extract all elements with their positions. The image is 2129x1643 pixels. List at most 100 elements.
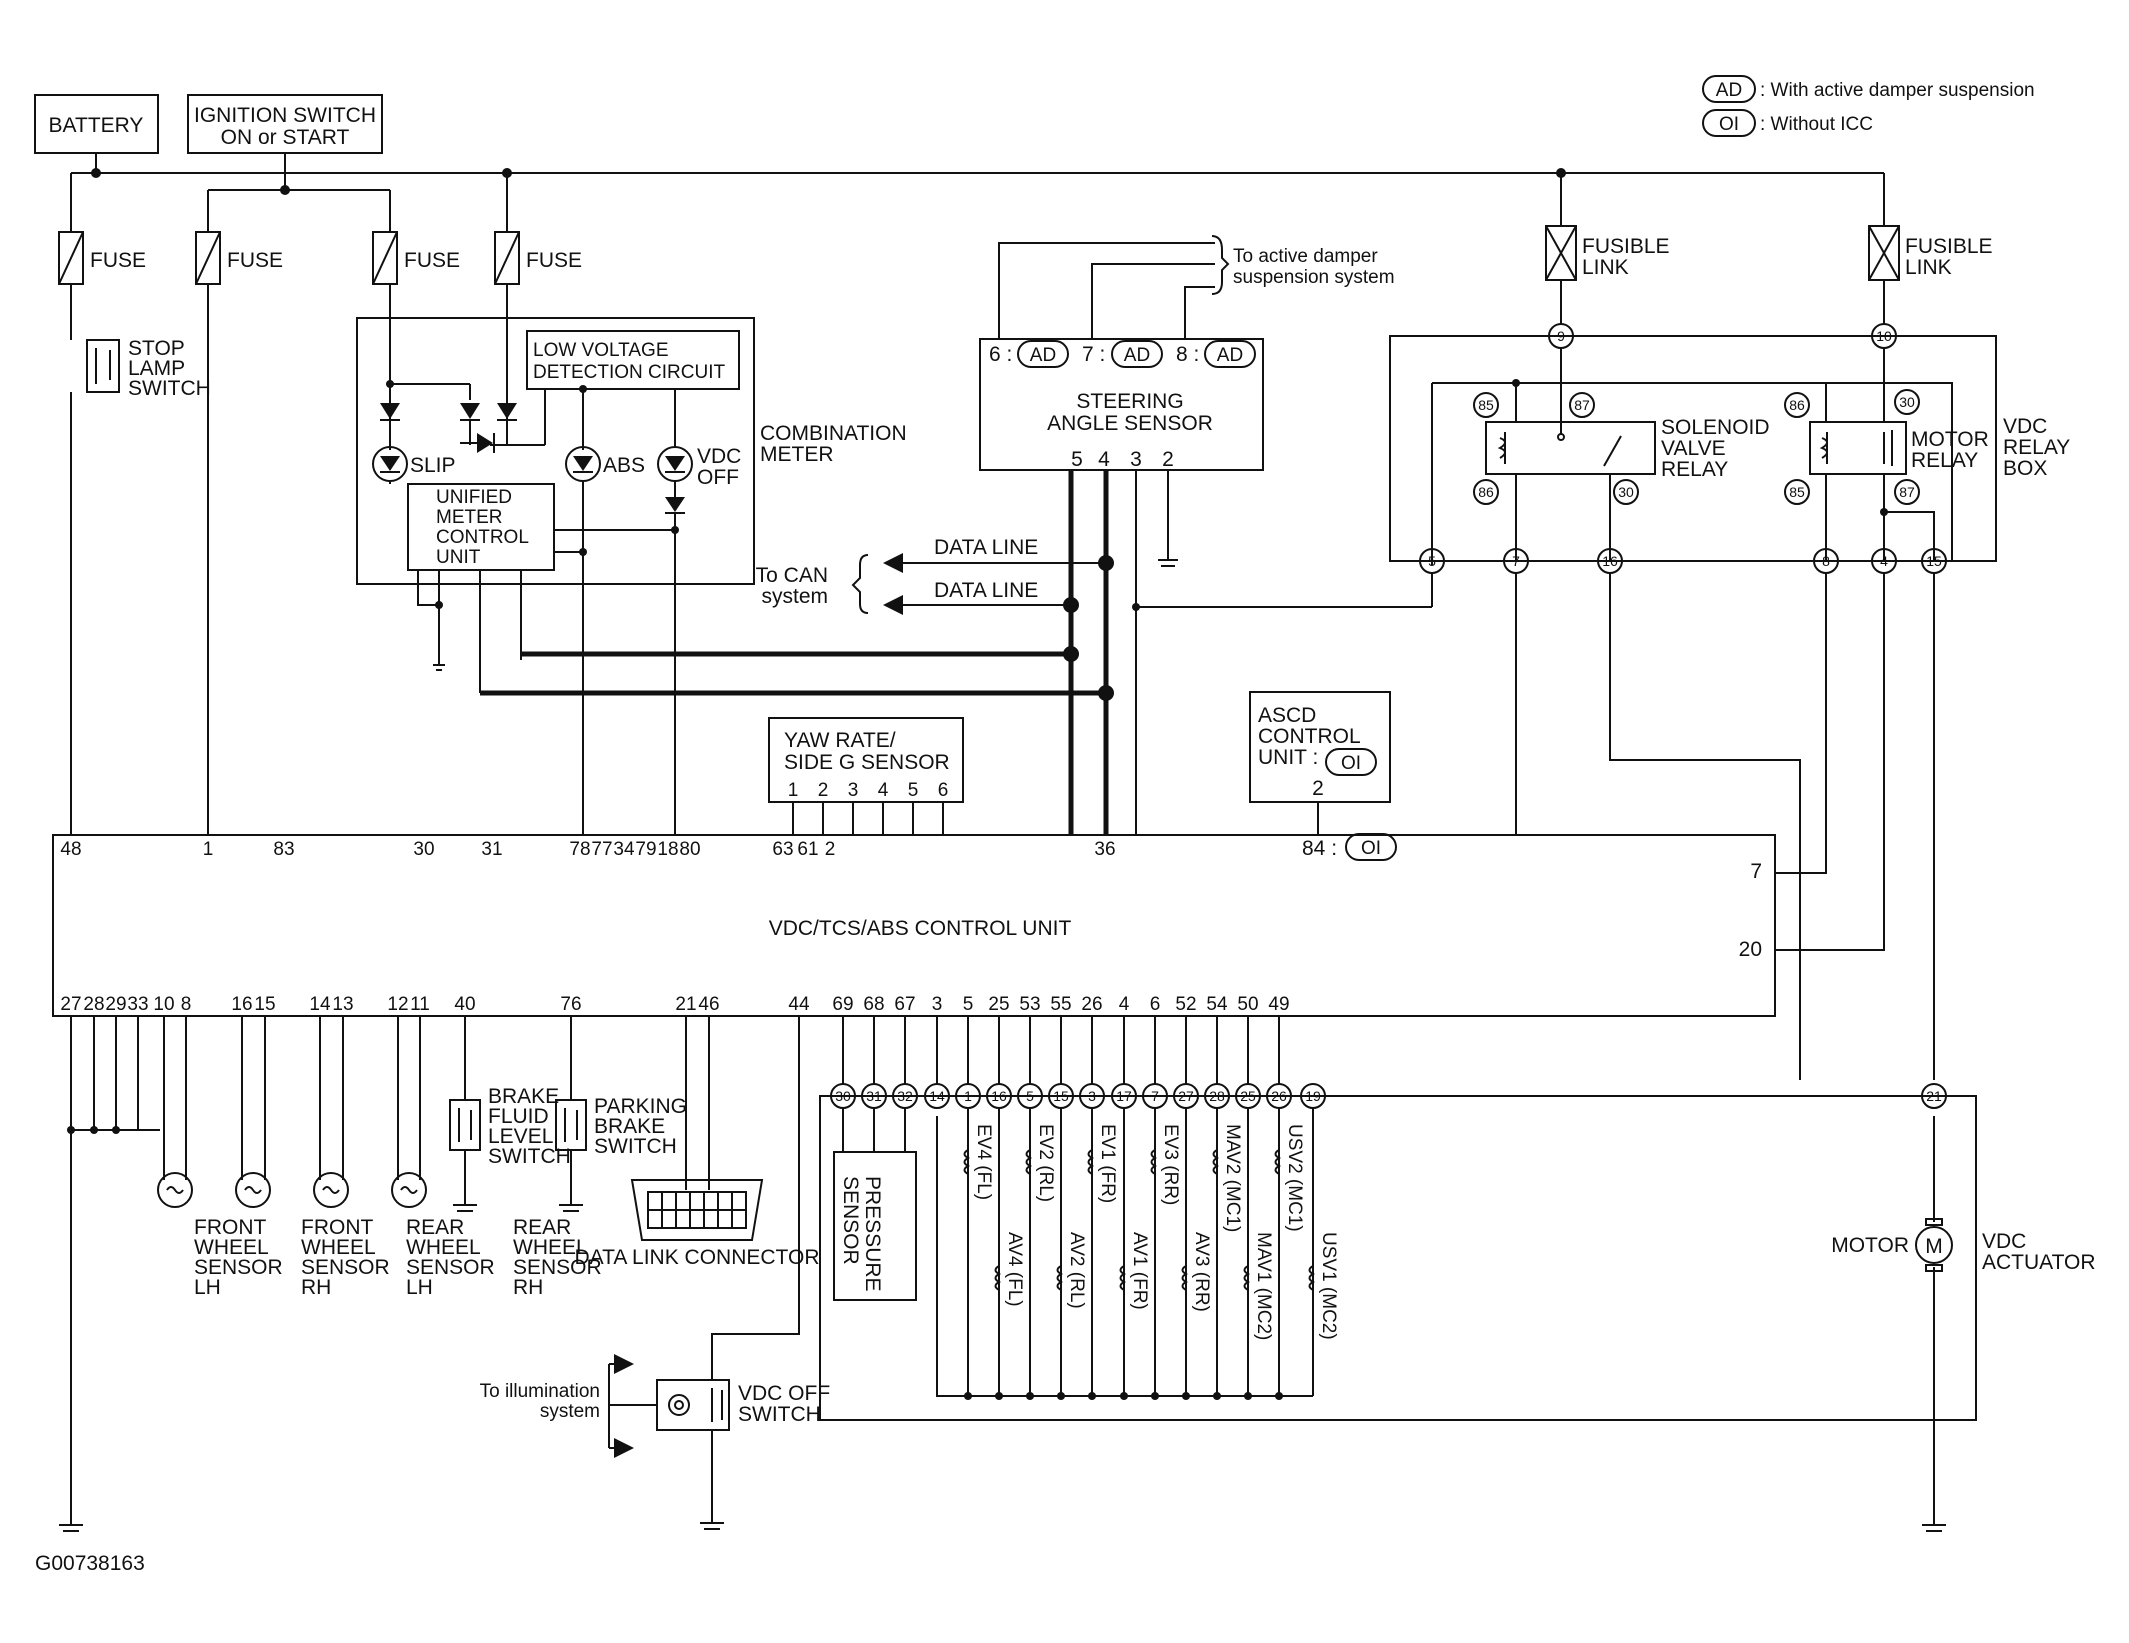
relay-box-pin-16: 16 [1602,553,1618,569]
parking-label-1: PARKING [594,1095,687,1118]
relay-pin-87b: 87 [1899,484,1915,500]
pressure-sensor: PRESSURE SENSOR [833,1151,917,1301]
low-voltage-label-2: DETECTION CIRCUIT [533,362,726,383]
steering-pin7-ad: AD [1124,345,1150,366]
actuator-pin-label: 7 [1151,1088,1159,1104]
actuator-pin-circle [1921,1083,1947,1109]
data-line-1: DATA LINE [934,536,1038,559]
solenoid-valve-relay: SOLENOID VALVE RELAY [1485,416,1770,481]
front-wheel-sensor-rh: FRONT WHEEL SENSOR RH [235,1016,390,1299]
ecu-bottom-pin: 4 [1119,994,1130,1015]
abs-indicator: ABS [565,446,645,482]
abs-label: ABS [603,454,645,477]
dlc-label: DATA LINK CONNECTOR [574,1246,819,1269]
fusible-link-1-label-1: FUSIBLE [1582,235,1670,258]
ecu-bottom-pin: 52 [1175,994,1196,1015]
valve-upper-label: EV4 (FL) [973,1124,994,1200]
valve-upper-label: EV1 (FR) [1097,1124,1118,1203]
can-bus: DATA LINE DATA LINE To CAN system [479,470,1432,835]
motor-label: MOTOR [1831,1234,1909,1257]
relay-pins: 85 87 86 30 86 30 85 87 [1473,389,1920,505]
ecu-top-pin: 34 [613,839,635,860]
brake-fluid-level-switch: BRAKE FLUID LEVEL SWITCH [449,1016,571,1212]
valve-upper-label: USV2 (MC1) [1284,1124,1305,1232]
ecu-bottom-pin: 76 [560,994,581,1015]
legend: AD : With active damper suspension OI : … [1702,75,2035,137]
ecu-bottom-pin: 68 [863,994,884,1015]
ecu-bottom-pin: 13 [332,994,353,1015]
valve-coil-symbol [1308,1265,1316,1291]
combination-label-1: COMBINATION [760,422,907,445]
motor-relay-label-2: RELAY [1911,449,1978,472]
ascd-pin: 2 [1312,777,1324,800]
valve-coil-symbol [1181,1265,1189,1291]
fuse-2: FUSE [195,231,283,285]
actuator-pin-label: 16 [991,1088,1007,1104]
battery-label: BATTERY [49,114,144,137]
legend-oi-text: : Without ICC [1760,114,1873,135]
pressure-label-1: PRESSURE [861,1176,884,1292]
ecu-right-pin-7: 7 [1750,860,1762,883]
actuator-pin-label: 5 [1026,1088,1034,1104]
valve-coil-symbol [1056,1265,1064,1291]
ecu-top-pin: 2 [825,839,836,860]
ascd-label-3: UNIT : [1258,746,1318,769]
relay-pin-85a: 85 [1478,397,1494,413]
solenoid-label-1: SOLENOID [1661,416,1770,439]
steering-label-1: STEERING [1076,390,1183,413]
unified-label-1: UNIFIED [436,487,512,508]
fusible-link-1: FUSIBLE LINK [1545,225,1670,281]
ecu-bottom-pin: 25 [988,994,1009,1015]
front-rh-label-2: WHEEL [301,1236,376,1259]
valve-lower-label: AV4 (FL) [1004,1232,1025,1307]
front-lh-label-3: SENSOR [194,1256,283,1279]
actuator-pin-label: 3 [1088,1088,1096,1104]
pressure-label-2: SENSOR [839,1176,862,1265]
vdc-off-label-2: OFF [697,466,739,489]
ecu-top-pin: 63 [772,839,793,860]
relay-pin-85b: 85 [1789,484,1805,500]
valve-lower-label: AV1 (FR) [1129,1232,1150,1310]
relay-pin-30b: 30 [1899,394,1915,410]
steering-pin8-ad: AD [1217,345,1243,366]
parking-label-2: BRAKE [594,1115,665,1138]
combination-meter: COMBINATION METER LOW VOLTAGE DETECTION … [207,284,907,835]
fuse-3-label: FUSE [404,249,460,272]
valve-coil-symbol [963,1149,971,1175]
ecu-bottom-pin: 15 [254,994,275,1015]
unified-label-4: UNIT [436,547,481,568]
steering-pin6-ad: AD [1030,345,1056,366]
ascd-label-1: ASCD [1258,704,1316,727]
yaw-pin-4: 4 [878,780,889,801]
unified-label-2: METER [436,507,503,528]
actuator-pin-label: 17 [1116,1088,1132,1104]
relay-box-label-3: BOX [2003,457,2047,480]
valve-lower-label: USV1 (MC2) [1318,1232,1339,1340]
actuator-label-1: VDC [1982,1230,2026,1253]
front-lh-label-2: WHEEL [194,1236,269,1259]
ecu-right-pin-20: 20 [1739,938,1762,961]
ecu-bottom-pin: 53 [1019,994,1040,1015]
front-rh-label-1: FRONT [301,1216,373,1239]
actuator-pin-label: 1 [964,1088,972,1104]
relay-pin-86b: 86 [1789,397,1805,413]
actuator-label-2: ACTUATOR [1982,1251,2096,1274]
ecu-bottom-pin: 50 [1237,994,1258,1015]
ecu-top-pin: 30 [413,839,434,860]
steering-pin6: 6 : [989,343,1012,366]
steering-pin8: 8 : [1176,343,1199,366]
ecu-bottom-pin: 5 [963,994,974,1015]
fusible-link-2: FUSIBLE LINK [1868,225,1993,281]
data-link-connector: DATA LINK CONNECTOR [574,1016,820,1269]
stop-lamp-label-2: LAMP [128,357,185,380]
ecu-top-pin: 78 [569,839,590,860]
valve-lower-label: MAV1 (MC2) [1253,1232,1274,1340]
ecu-bottom-pin: 28 [83,994,104,1015]
yaw-pin-1: 1 [788,780,799,801]
valve-upper-label: EV2 (RL) [1035,1124,1056,1202]
front-lh-label-1: FRONT [194,1216,266,1239]
motor-relay: MOTOR RELAY [1809,421,1989,475]
fusible-link-2-label-1: FUSIBLE [1905,235,1993,258]
valve-upper-label: EV3 (RR) [1160,1124,1181,1205]
low-voltage-label-1: LOW VOLTAGE [533,340,669,361]
